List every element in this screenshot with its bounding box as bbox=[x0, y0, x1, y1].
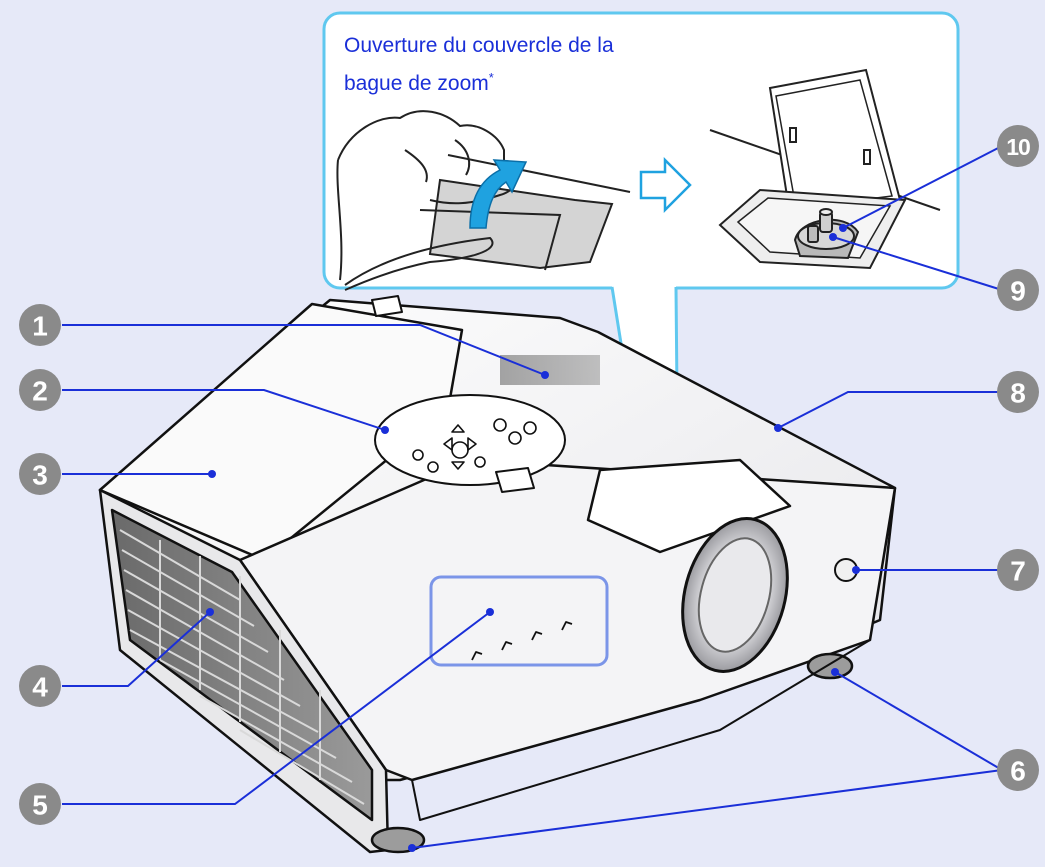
marker-4-label: 4 bbox=[32, 672, 48, 703]
marker-1: 1 bbox=[19, 304, 61, 346]
marker-4: 4 bbox=[19, 665, 61, 707]
marker-10-label: 10 bbox=[1006, 134, 1030, 160]
marker-2-label: 2 bbox=[32, 376, 48, 407]
projector-illustration bbox=[98, 295, 897, 854]
leader-lines bbox=[62, 145, 1003, 849]
marker-8: 8 bbox=[997, 371, 1039, 413]
next-step-arrow-icon bbox=[639, 156, 692, 214]
marker-7-label: 7 bbox=[1010, 556, 1026, 587]
marker-8-label: 8 bbox=[1010, 378, 1026, 409]
opened-zoom-cover-illustration bbox=[709, 68, 941, 270]
marker-2: 2 bbox=[19, 369, 61, 411]
marker-5: 5 bbox=[19, 783, 61, 825]
front-foot-right bbox=[806, 652, 854, 680]
marker-5-label: 5 bbox=[32, 790, 48, 821]
callout-title: Ouverture du couvercle de la bague de zo… bbox=[344, 30, 764, 100]
callout-title-line2: bague de zoom* bbox=[344, 62, 764, 100]
marker-7: 7 bbox=[997, 549, 1039, 591]
callout-title-line2-text: bague de zoom bbox=[344, 72, 489, 95]
callout-title-line1: Ouverture du couvercle de la bbox=[344, 34, 614, 57]
indicators-highlight bbox=[429, 575, 609, 667]
marker-6: 6 bbox=[997, 749, 1039, 791]
marker-3: 3 bbox=[19, 453, 61, 495]
marker-3-label: 3 bbox=[32, 460, 48, 491]
leader-dots bbox=[206, 224, 860, 852]
marker-1-label: 1 bbox=[32, 311, 48, 342]
marker-10: 10 bbox=[997, 125, 1039, 167]
marker-9: 9 bbox=[997, 269, 1039, 311]
lamp-cover bbox=[98, 302, 464, 562]
speaker-grille bbox=[500, 355, 600, 385]
marker-9-label: 9 bbox=[1010, 276, 1026, 307]
lift-arrow-icon bbox=[469, 159, 528, 229]
marker-6-label: 6 bbox=[1010, 756, 1026, 787]
callout-asterisk: * bbox=[488, 70, 494, 85]
